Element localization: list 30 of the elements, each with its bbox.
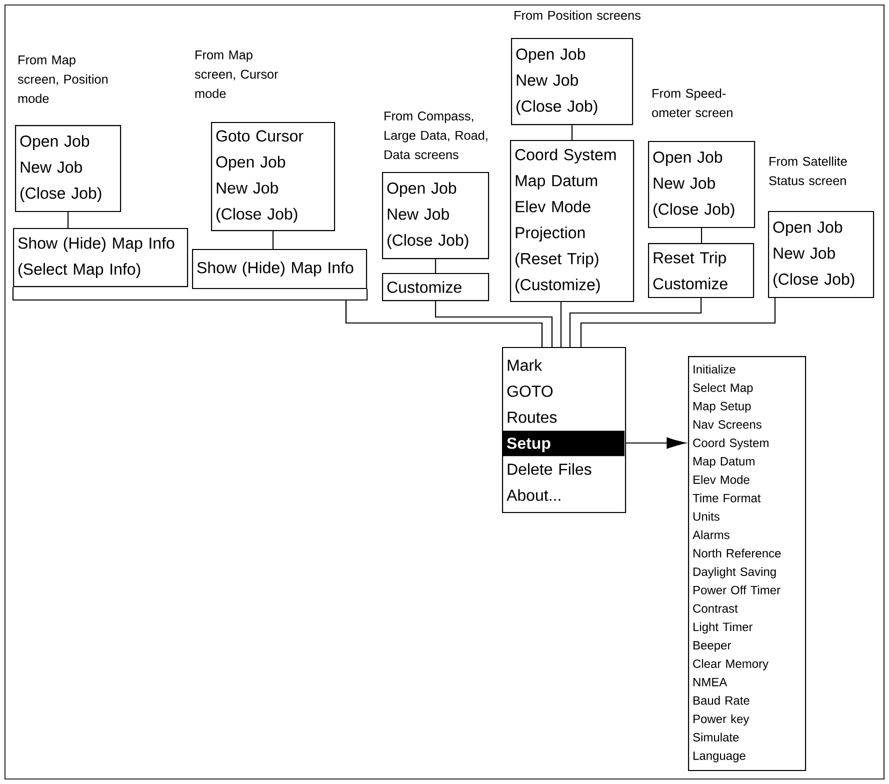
menu-box: Open Job New Job (Close Job) [511,38,634,126]
screen-heading: From Map screen, Cursor mode [194,50,278,98]
connector [701,228,702,243]
connector [580,298,776,347]
menu-box: Customize [382,273,490,302]
menu-box: Show (Hide) Map Info [192,249,368,290]
arrow [626,437,686,449]
connector [560,302,562,347]
menu-box: Open Job New Job (Close Job) [648,141,756,228]
connector [68,212,69,228]
submenu-box: Initialize Select Map Map Setup Nav Screens Coord System Map Datum Elev Mode Time Format Units Alarms North Reference Daylight Saving Power Off Timer Contrast Light Timer Beeper Clear Memory NMEA Baud Rate Power key Simulate Language [688,356,806,772]
menu-box: Open Job New Job (Close Job) [382,172,490,260]
screen-heading: From Compass, Large Data, Road, Data screens [384,112,488,160]
connector [435,259,436,273]
screen-heading: From Satellite Status screen [769,156,847,186]
menu-box: Coord System Map Datum Elev Mode Projection (Reset Trip) (Customize) [510,140,634,302]
menu-box: Open Job New Job (Close Job) [15,125,122,212]
connector [435,301,553,347]
menu-box: Goto Cursor Open Job New Job (Close Job) [211,122,336,232]
connector [345,289,543,347]
screen-heading: From Position screens [514,10,640,20]
menu-box: Open Job New Job (Close Job) [768,211,874,298]
menu-box: Mark GOTO Routes Setup Delete Files About... [502,347,626,514]
connector [572,125,573,140]
connector [272,231,274,249]
menu-box: Reset Trip Customize [648,243,754,298]
screen-heading: From Speed-ometer screen [652,88,732,118]
connector [569,298,702,347]
screen-heading: From Map screen, Position mode [18,56,108,104]
menu-box: Show (Hide) Map Info (Select Map Info) [13,228,188,288]
